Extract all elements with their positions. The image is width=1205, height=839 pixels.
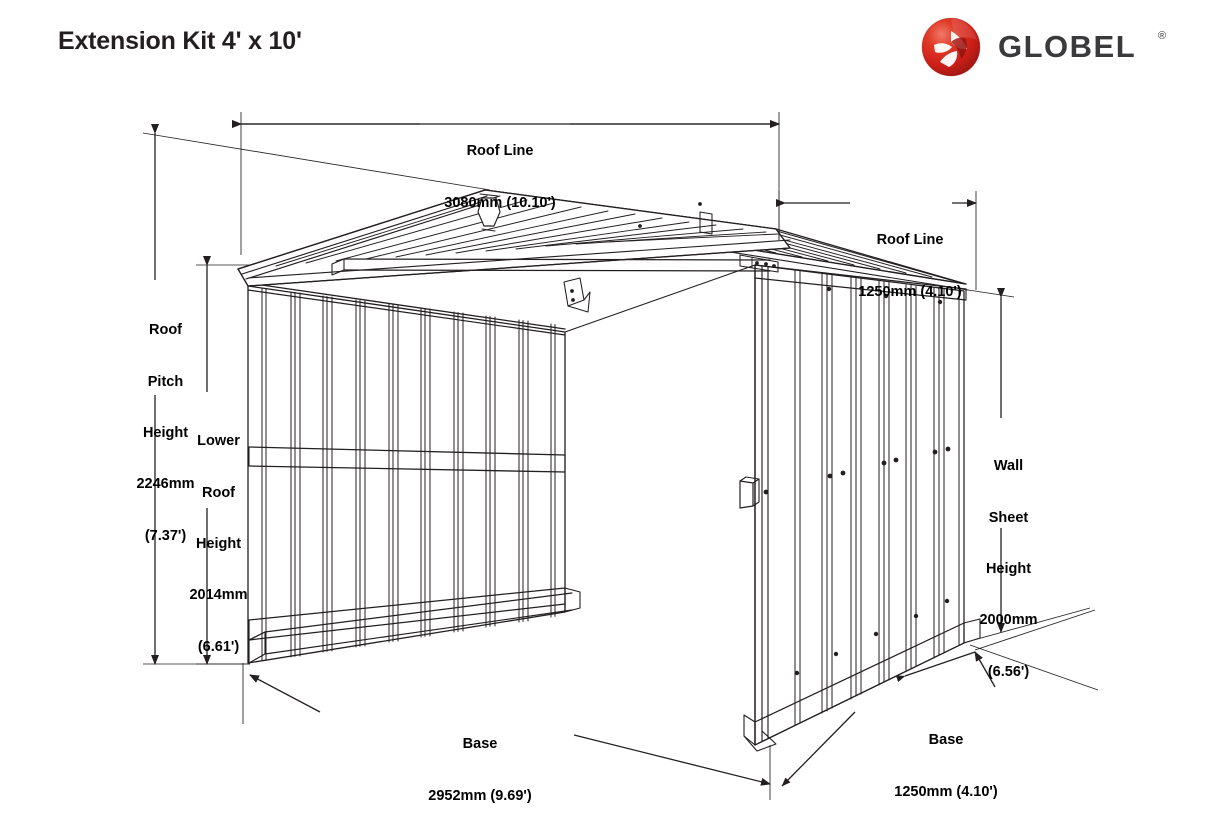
dim-base-short-upper bbox=[974, 651, 996, 688]
dim-label-roofline-short-value: 1250mm (4.10') bbox=[858, 283, 962, 300]
dim-label-roof-pitch-height: Roof Pitch Height 2246mm (7.37') bbox=[108, 288, 223, 579]
dimension-lines bbox=[142, 112, 1099, 800]
dim-label-pitch-l4: 2246mm bbox=[136, 476, 195, 493]
dim-label-roofline-long-title: Roof Line bbox=[466, 143, 534, 160]
dim-label-roofline-short-title: Roof Line bbox=[876, 232, 944, 249]
dim-label-lower-l2: Roof bbox=[201, 484, 235, 501]
dim-label-base-short: Base 1250mm (4.10') bbox=[856, 698, 1036, 835]
dim-label-base-long: Base 2952mm (9.69') bbox=[385, 702, 575, 839]
right-end-wall bbox=[739, 264, 981, 752]
dim-label-base-long-title: Base bbox=[462, 736, 498, 753]
dim-base-long-right bbox=[573, 734, 771, 786]
dim-label-pitch-l1: Roof bbox=[148, 322, 182, 339]
dim-label-base-short-value: 1250mm (4.10') bbox=[894, 783, 998, 800]
shed-body bbox=[237, 189, 981, 752]
dim-label-wall-l5: (6.56') bbox=[987, 663, 1030, 680]
dim-label-base-long-value: 2952mm (9.69') bbox=[428, 787, 532, 804]
registered-trademark-mark: ® bbox=[1158, 30, 1167, 42]
ext-wall-sheet-bottom bbox=[962, 607, 1091, 644]
shed-technical-drawing bbox=[142, 112, 1099, 800]
dim-label-roofline-long: Roof Line 3080mm (10.10') bbox=[405, 109, 595, 246]
dim-label-lower-l3: Height bbox=[195, 535, 242, 552]
dim-label-pitch-l2: Pitch bbox=[147, 373, 184, 390]
dim-label-wall-l1: Wall bbox=[993, 458, 1024, 475]
rear-wall-edge bbox=[564, 264, 756, 333]
dim-label-wall-l2: Sheet bbox=[988, 509, 1029, 526]
ext-base-short-c bbox=[974, 609, 1096, 651]
dim-label-roofline-short: Roof Line 1250mm (4.10') bbox=[815, 198, 1005, 335]
dim-label-lower-l5: (6.61') bbox=[197, 638, 240, 655]
dim-label-roofline-long-value: 3080mm (10.10') bbox=[444, 194, 556, 211]
dim-label-base-short-title: Base bbox=[928, 732, 964, 749]
ext-base-short-d bbox=[895, 651, 976, 683]
dim-label-wall-l4: 2000mm bbox=[979, 612, 1038, 629]
dim-label-lower-l1: Lower bbox=[197, 433, 240, 450]
globel-swoosh-sphere-logo-icon bbox=[921, 17, 981, 77]
ext-pitch-top bbox=[142, 132, 491, 191]
brand-wordmark: GLOBEL bbox=[998, 29, 1137, 64]
dim-label-lower-roof-height: Lower Roof Height 2014mm (6.61') bbox=[161, 399, 276, 690]
ext-wall-sheet-top bbox=[967, 289, 1015, 298]
dim-label-wall-sheet-height: Wall Sheet Height 2000mm (6.56') bbox=[951, 424, 1066, 715]
left-gable-wall bbox=[247, 282, 581, 664]
dim-label-lower-l4: 2014mm bbox=[189, 587, 248, 604]
dim-base-long-left bbox=[249, 674, 321, 713]
dim-label-pitch-l3: Height bbox=[142, 424, 189, 441]
brand-logo: GLOBEL ® bbox=[920, 16, 1190, 78]
dim-label-pitch-l5: (7.37') bbox=[144, 527, 187, 544]
drawing-page: Extension Kit 4' x 10' bbox=[58, 16, 1190, 804]
roof-assembly bbox=[237, 189, 969, 313]
dim-label-wall-l3: Height bbox=[985, 560, 1032, 577]
ext-base-short-a bbox=[969, 644, 1099, 691]
page-title: Extension Kit 4' x 10' bbox=[58, 27, 302, 55]
dim-base-short-left bbox=[781, 711, 856, 787]
